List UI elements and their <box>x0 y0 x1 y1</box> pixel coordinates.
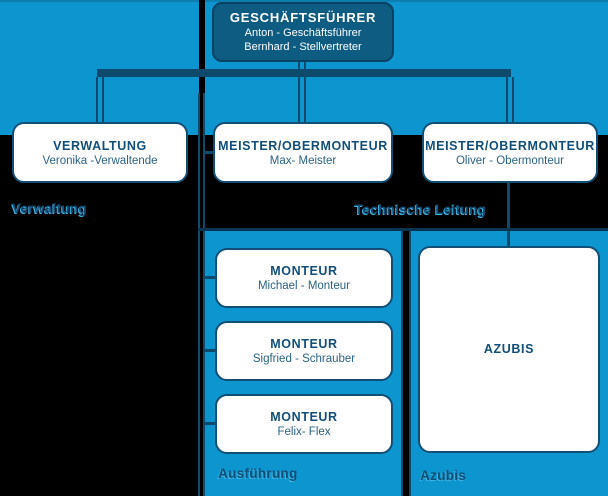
org-box-monteur-3: MONTEUR Felix- Flex <box>215 394 393 454</box>
connector-horizontal-bar <box>97 69 511 77</box>
region-verwaltung <box>0 0 199 135</box>
connector-gf-drop <box>298 61 306 70</box>
org-box-geschaeftsfuehrer: GESCHÄFTSFÜHRER Anton - Geschäftsführer … <box>212 2 394 62</box>
org-box-title: MEISTER/OBERMONTEUR <box>218 138 388 153</box>
org-box-title: AZUBIS <box>483 341 535 356</box>
org-box-title: MONTEUR <box>270 337 338 351</box>
connector-stub-monteur-2 <box>203 349 216 352</box>
org-box-person: Michael - Monteur <box>257 280 351 292</box>
connector-stub-monteur-1 <box>203 276 216 279</box>
region-label-technische-leitung: Technische Leitung <box>355 202 487 217</box>
connector-drop-verwaltung <box>96 77 104 123</box>
org-box-verwaltung: VERWALTUNG Veronika -Verwaltende <box>12 122 188 183</box>
org-box-meister-2: MEISTER/OBERMONTEUR Oliver - Obermonteur <box>422 122 598 183</box>
divider-vertical <box>401 231 411 496</box>
org-box-person: Max- Meister <box>269 154 337 167</box>
org-box-monteur-2: MONTEUR Sigfried - Schrauber <box>215 321 393 381</box>
org-box-person: Sigfried - Schrauber <box>252 353 356 365</box>
region-label-ausfuehrung: Ausführung <box>218 466 298 481</box>
connector-stub-meister <box>203 151 214 154</box>
connector-spine-vertical <box>198 93 205 496</box>
connector-drop-meister-2 <box>506 77 514 123</box>
connector-oliver-azubis <box>507 182 510 247</box>
org-box-monteur-1: MONTEUR Michael - Monteur <box>215 248 393 308</box>
org-box-person: Veronika -Verwaltende <box>42 154 158 167</box>
org-box-title: MONTEUR <box>270 410 338 424</box>
org-box-person-1: Anton - Geschäftsführer <box>244 27 362 39</box>
org-box-person: Oliver - Obermonteur <box>455 154 564 167</box>
connector-stub-monteur-3 <box>203 422 216 425</box>
connector-drop-meister-1 <box>298 77 306 123</box>
org-box-person: Felix- Flex <box>277 426 331 438</box>
org-box-meister-1: MEISTER/OBERMONTEUR Max- Meister <box>213 122 393 183</box>
org-box-title: VERWALTUNG <box>53 138 147 153</box>
org-box-title: MEISTER/OBERMONTEUR <box>425 138 595 153</box>
divider-horizontal <box>198 228 608 231</box>
org-box-title: GESCHÄFTSFÜHRER <box>229 10 377 25</box>
org-box-title: MONTEUR <box>270 264 338 278</box>
org-box-azubis: AZUBIS <box>418 246 600 453</box>
region-label-azubis: Azubis <box>420 468 467 483</box>
region-label-verwaltung: Verwaltung <box>12 201 88 216</box>
org-box-person-2: Bernhard - Stellvertreter <box>244 40 362 53</box>
